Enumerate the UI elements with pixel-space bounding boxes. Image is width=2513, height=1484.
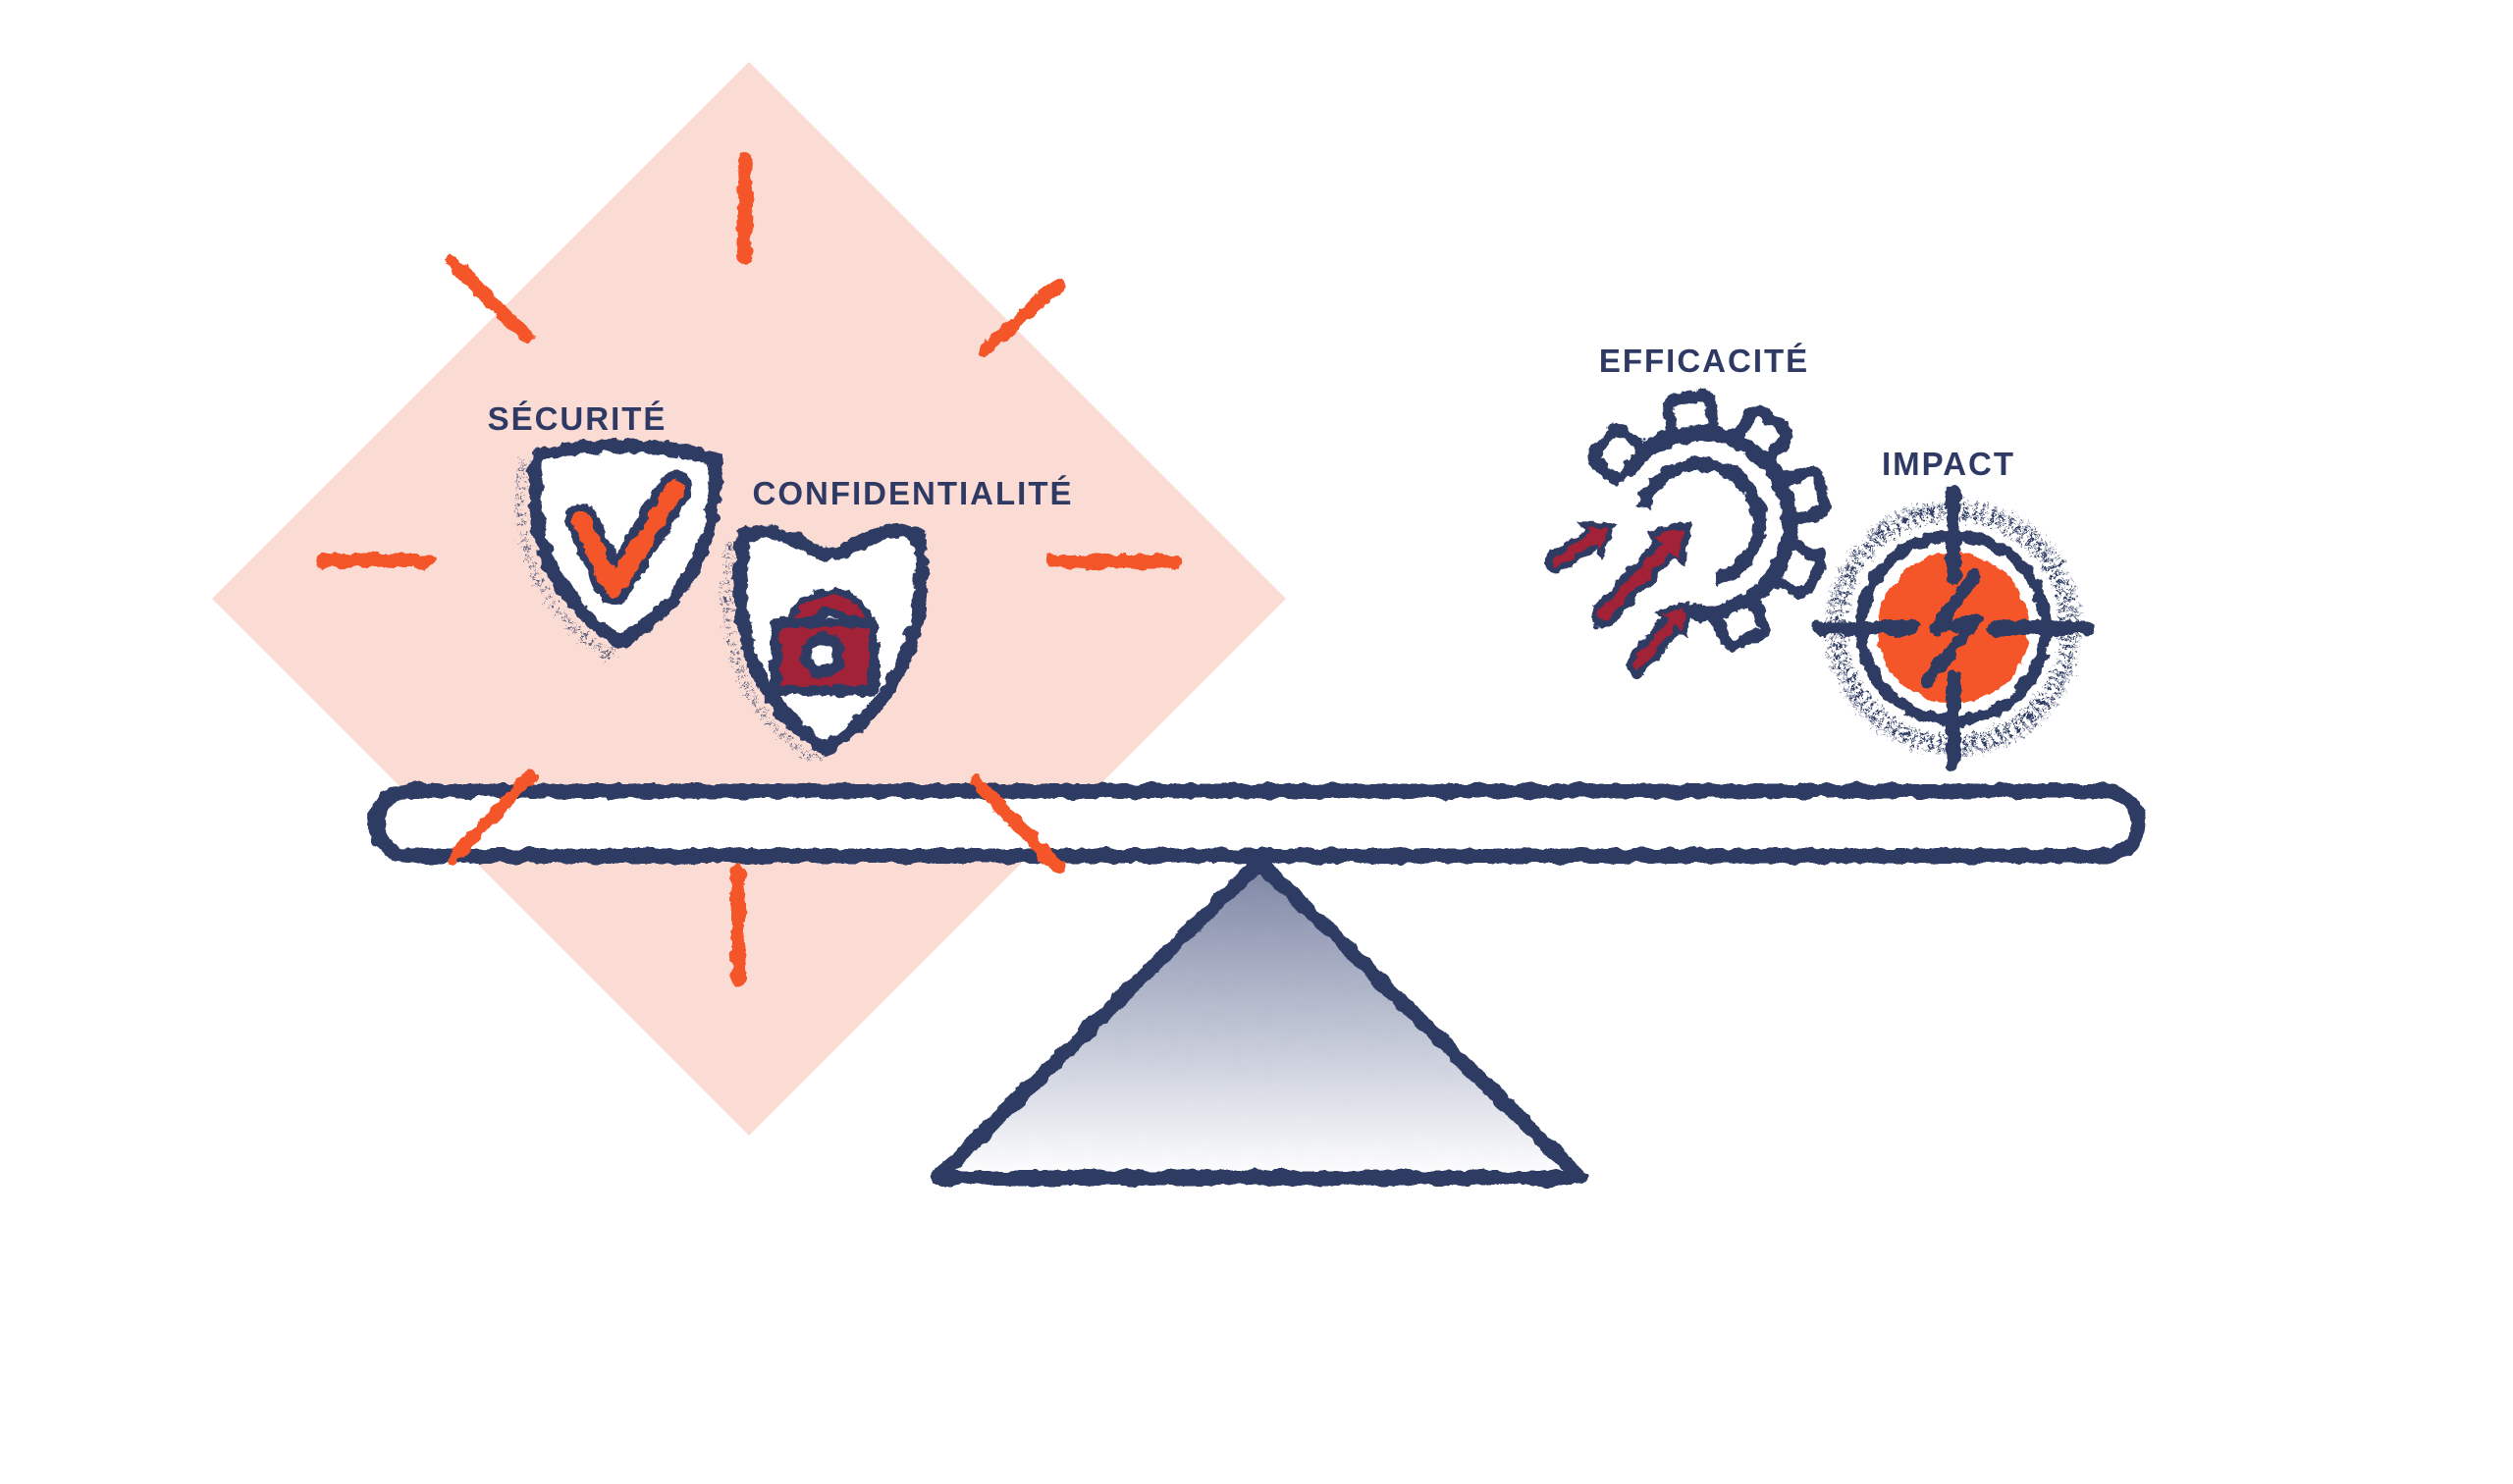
lightning-bolt — [1920, 568, 1982, 689]
confidentiality-label: CONFIDENTIALITÉ — [753, 475, 1074, 511]
padlock-keyhole — [800, 633, 845, 678]
target-lightning-icon — [1813, 484, 2094, 772]
scale-fulcrum-triangle — [930, 854, 1588, 1186]
shield-check-shadow — [515, 451, 706, 659]
efficiency-label: EFFICACITÉ — [1599, 343, 1809, 379]
check-icon — [571, 478, 685, 599]
gear-teeth — [1587, 391, 1832, 652]
diamond-rays — [315, 150, 1181, 988]
rising-arrow-large — [1589, 520, 1692, 629]
rising-arrow-small-bottom — [1626, 601, 1690, 676]
ray-top-left — [445, 255, 534, 344]
crosshair-ticks — [1813, 484, 2094, 772]
ray-top — [737, 150, 753, 266]
shield-padlock-icon — [722, 524, 929, 765]
scale-beam — [368, 783, 2146, 864]
rising-arrow-small-left — [1544, 521, 1618, 574]
ray-top-right — [978, 279, 1064, 357]
security-label: SÉCURITÉ — [488, 400, 668, 437]
ray-bottom-left — [447, 769, 537, 865]
shield-check-icon — [515, 439, 722, 659]
gear-inner-arc — [1633, 456, 1767, 590]
impact-label: IMPACT — [1882, 446, 2015, 482]
gear-arrows-icon — [1544, 391, 1832, 676]
ray-bottom-right — [970, 775, 1065, 874]
